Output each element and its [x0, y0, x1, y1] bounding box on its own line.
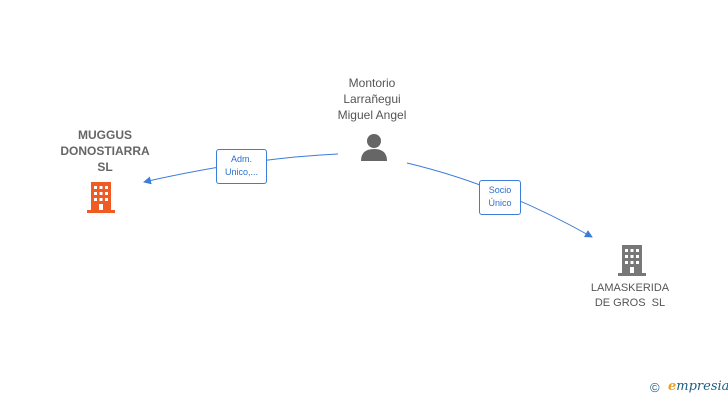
edge-label-line: Único — [488, 198, 512, 208]
edge-label-line: Unico,... — [224, 167, 258, 177]
edge-label-line: Socio — [488, 185, 512, 195]
company-right-name-line: LAMASKERIDA — [590, 282, 670, 294]
brand-logo-rest: mpresia — [676, 379, 728, 394]
brand-logo-first: e — [668, 379, 677, 394]
person-name-line: Miguel Angel — [337, 108, 407, 122]
person-icon[interactable] — [359, 132, 389, 162]
building-icon[interactable] — [617, 243, 647, 277]
company-left-name-line: MUGGUS — [78, 128, 132, 142]
company-left-name-line: DONOSTIARRA — [60, 144, 150, 158]
company-right-name[interactable]: LAMASKERIDA DE GROS SL — [575, 281, 685, 311]
brand-logo[interactable]: empresia — [668, 379, 728, 394]
person-name[interactable]: Montorio Larrañegui Miguel Angel — [312, 75, 432, 123]
copyright-symbol: © — [650, 380, 660, 395]
person-name-line: Larrañegui — [343, 92, 401, 106]
building-icon[interactable] — [86, 180, 116, 214]
edge-label-adm[interactable]: Adm. Unico,... — [216, 149, 267, 184]
company-right-name-line: DE GROS SL — [594, 297, 666, 309]
edge-label-line: Adm. — [230, 154, 252, 164]
edge-label-socio[interactable]: Socio Único — [479, 180, 521, 215]
company-left-name[interactable]: MUGGUS DONOSTIARRA SL — [40, 127, 170, 175]
person-name-line: Montorio — [348, 76, 396, 90]
company-left-name-line: SL — [97, 160, 113, 174]
